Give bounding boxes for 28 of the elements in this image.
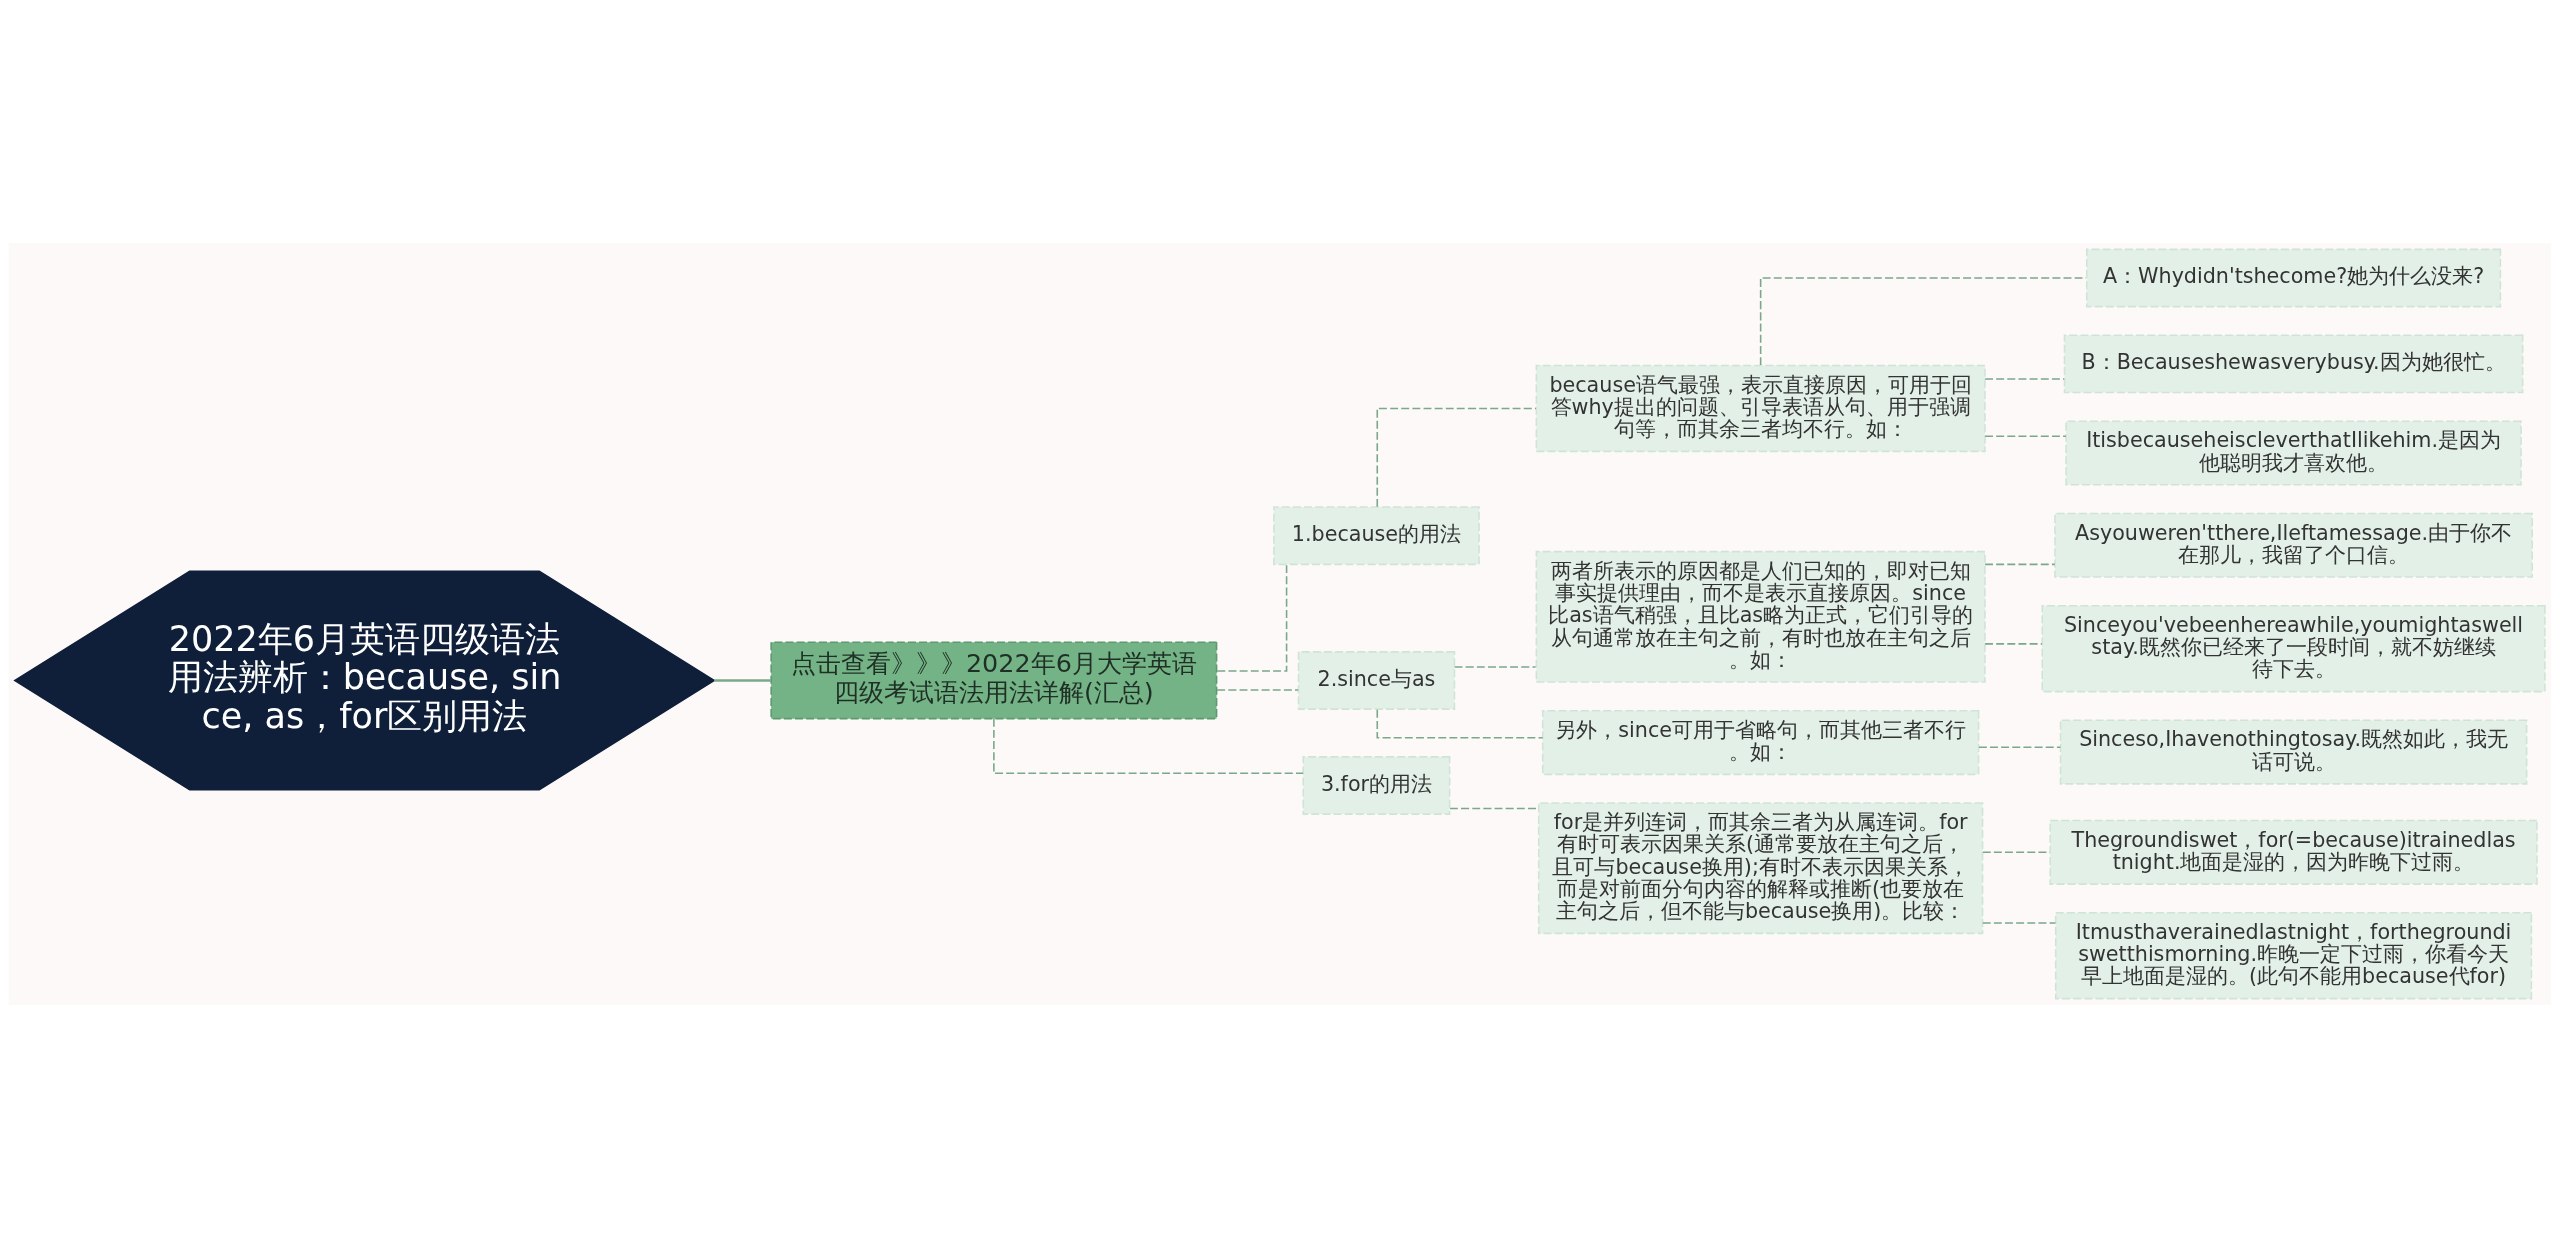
node-box: Itmusthaverainedlastnight，forthegroundiswetthismorning.昨晚一定下过雨，你看今天早上地面是湿的。(此句不能用because代for) — [2054, 911, 2533, 999]
node-box: 2.since与as — [1297, 650, 1456, 710]
node-box: Sinceso,Ihavenothingtosay.既然如此，我无话可说。 — [2059, 718, 2528, 785]
node-box: 点击查看》》》2022年6月大学英语四级考试语法用法详解(汇总) — [770, 641, 1218, 719]
node-box: Asyouweren'tthere,Ileftamessage.由于你不在那儿，我留了个口信。 — [2054, 512, 2533, 578]
connector — [1216, 563, 1288, 672]
node-box: ItisbecauseheiscleverthatIlikehim.是因为他聪明我才喜欢他。 — [2065, 419, 2522, 486]
node-box: Thegroundiswet，for(=because)itrainedlastnight.地面是湿的，因为昨晚下过雨。 — [2049, 819, 2538, 885]
connector — [1978, 746, 2062, 748]
connector — [714, 678, 772, 682]
node-box: for是并列连词，而其余三者为从属连词。for有时可表示因果关系(通常要放在主句之后，且可与because换用);有时不表示因果关系，而是对前面分句内容的解释或推断(也要放在主句之后，但不能与because换用)。比较： — [1537, 801, 1984, 934]
connector — [1216, 688, 1300, 691]
node-box: 3.for的用法 — [1302, 755, 1451, 815]
connector — [993, 717, 1304, 774]
connector — [1982, 921, 2057, 924]
node-box: 1.because的用法 — [1273, 505, 1480, 565]
connector — [1984, 642, 2043, 645]
node-box: because语气最强，表示直接原因，可用于回答why提出的问题、引导表语从句、用于强调句等，而其余三者均不行。如： — [1535, 364, 1986, 452]
connector — [1984, 435, 2067, 437]
connector — [1984, 563, 2056, 565]
connector — [1453, 665, 1537, 668]
node-box: Sinceyou'vebeenhereawhile,youmightaswellstay.既然你已经来了一段时间，就不妨继续待下去。 — [2041, 604, 2546, 692]
connector — [1984, 377, 2066, 380]
connector — [1376, 407, 1537, 508]
node-box: 两者所表示的原因都是人们已知的，即对已知事实提供理由，而不是表示直接原因。since比as语气稍强，且比as略为正式，它们引导的从句通常放在主句之前，有时也放在主句之后。如： — [1535, 550, 1986, 683]
node-box: A：Whydidn'tshecome?她为什么没来? — [2085, 248, 2502, 307]
node-box: B：Becauseshewasverybusy.因为她很忙。 — [2063, 333, 2524, 393]
node-box: 另外，since可用于省略句，而其他三者不行。如： — [1541, 709, 1980, 775]
